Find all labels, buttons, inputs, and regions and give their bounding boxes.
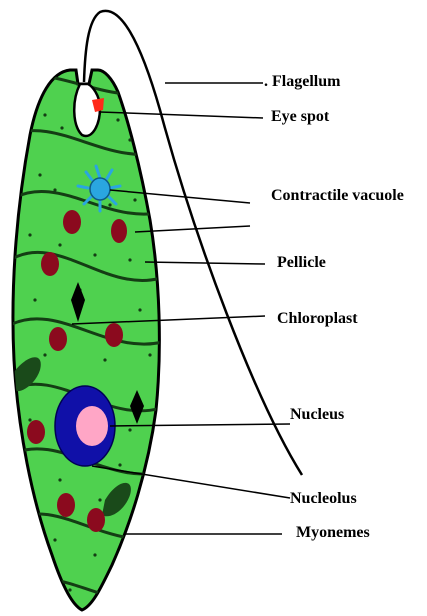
label-myonemes: Myonemes bbox=[296, 524, 370, 542]
label-pellicle: Pellicle bbox=[277, 254, 326, 272]
label-nucleolus: Nucleolus bbox=[290, 490, 357, 508]
label-eye-spot: Eye spot bbox=[271, 108, 329, 126]
label-nucleus: Nucleus bbox=[290, 406, 344, 424]
nucleolus bbox=[76, 406, 108, 446]
label-chloroplast: Chloroplast bbox=[277, 310, 358, 328]
nucleus bbox=[55, 386, 115, 466]
cell-body bbox=[13, 70, 159, 610]
label-flagellum: . Flagellum bbox=[264, 73, 340, 91]
label-contractile-vacuole: Contractile vacuole bbox=[271, 187, 404, 205]
